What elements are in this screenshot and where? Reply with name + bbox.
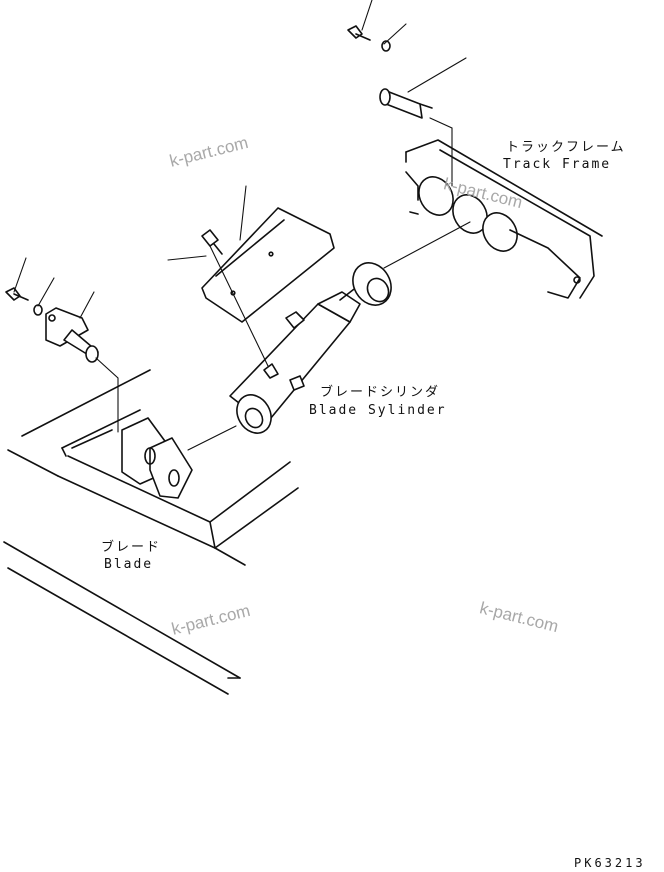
leader-lines xyxy=(13,0,471,451)
cover-plate xyxy=(201,207,335,323)
blade-cylinder-label-en: Blade Sylinder xyxy=(309,403,447,418)
blade-cylinder xyxy=(229,262,392,434)
blade-cylinder-label-ja: ブレードシリンダ xyxy=(320,385,441,400)
track-frame xyxy=(405,139,603,299)
pin-with-plate xyxy=(45,307,99,363)
bolt-left xyxy=(5,287,43,316)
track-frame-label-en: Track Frame xyxy=(503,157,612,172)
blade xyxy=(3,369,299,695)
blade-label-en: Blade xyxy=(104,557,154,572)
track-frame-label-ja: トラックフレーム xyxy=(506,140,626,155)
blade-label-ja: ブレード xyxy=(101,540,162,555)
bolt-cover xyxy=(201,229,223,255)
blade-bracket xyxy=(121,417,193,499)
bolt-upper xyxy=(347,25,391,52)
pin-upper xyxy=(379,88,433,119)
drawing-code: PK63213 xyxy=(574,856,646,870)
